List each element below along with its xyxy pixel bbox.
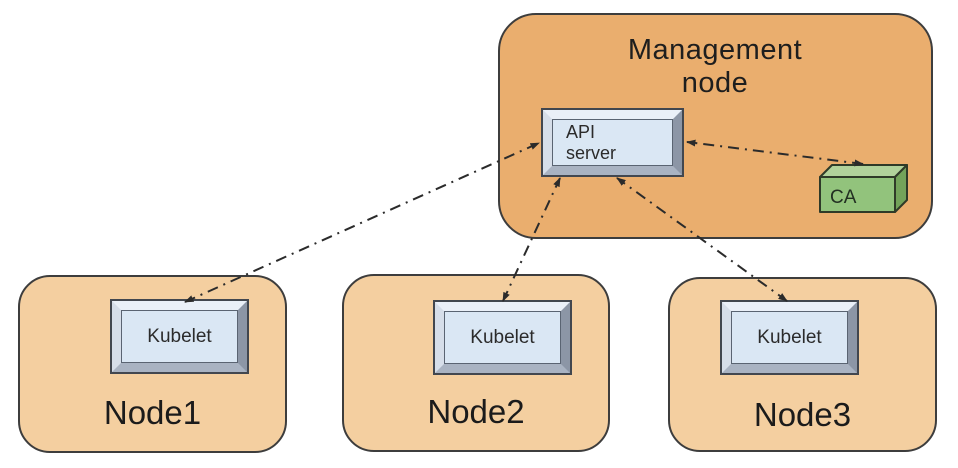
node1-group: Kubelet Node1 xyxy=(18,275,287,453)
api-server-box: API server xyxy=(541,108,684,177)
node3-group: Kubelet Node3 xyxy=(668,277,937,452)
node3-kubelet-label: Kubelet xyxy=(757,326,822,348)
node2-label: Node2 xyxy=(427,393,525,430)
node2-kubelet-box: Kubelet xyxy=(433,300,572,375)
node3-label: Node3 xyxy=(753,396,852,433)
node2-group: Kubelet Node2 xyxy=(342,274,610,452)
node1-kubelet-box: Kubelet xyxy=(110,299,249,374)
node3-kubelet-box: Kubelet xyxy=(720,300,859,375)
management-node-label: Management node xyxy=(627,34,803,99)
api-server-label: API server xyxy=(566,121,617,163)
node1-label: Node1 xyxy=(103,394,202,431)
node1-kubelet-label: Kubelet xyxy=(147,325,212,347)
management-node-group: Management node API server xyxy=(498,13,933,239)
node2-kubelet-label: Kubelet xyxy=(470,326,535,348)
